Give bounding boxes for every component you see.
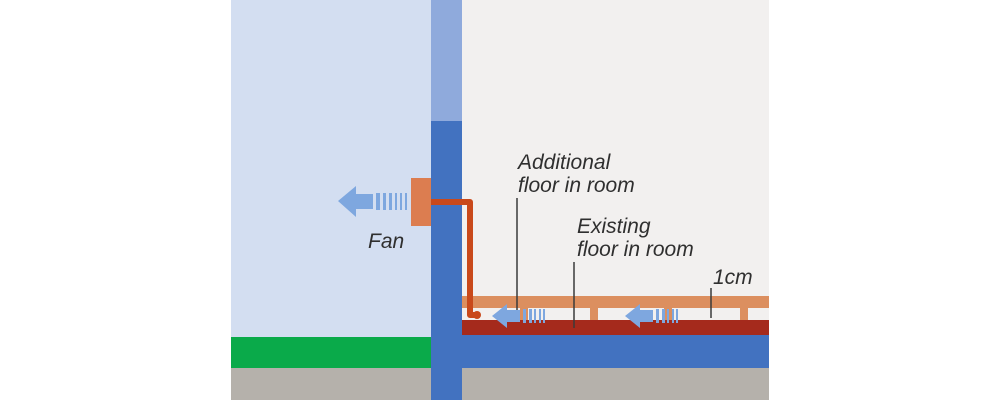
underfloor-airflow-arrow-icon	[625, 304, 678, 328]
additional-floor-label-line1: Additional	[516, 151, 612, 174]
additional-floor-label-line2: floor in room	[518, 174, 635, 197]
floor-joist	[740, 308, 748, 320]
existing-floor-label-line2: floor in room	[577, 238, 694, 261]
existing-floor	[462, 320, 769, 335]
existing-floor-label-line1: Existing	[577, 215, 651, 238]
wall-lower	[431, 121, 462, 400]
outside-area	[231, 0, 431, 337]
underfloor-airflow-arrow-icon	[492, 304, 545, 328]
fan-unit	[411, 178, 431, 226]
gap-label: 1cm	[713, 266, 753, 289]
wall-upper	[431, 0, 462, 121]
floor-slab	[462, 335, 769, 368]
additional-floor-deck	[462, 296, 769, 308]
floor-joist	[590, 308, 598, 320]
fan-airflow-arrow-icon	[338, 186, 407, 217]
ground-right	[462, 368, 769, 400]
existing-floor-label: Existing floor in room	[577, 215, 694, 261]
room-interior	[462, 0, 769, 337]
duct-inlet	[473, 311, 481, 319]
additional-floor-label: Additional floor in room	[516, 151, 635, 197]
ground-left	[231, 368, 431, 400]
fan-label: Fan	[368, 230, 404, 253]
grass-strip	[231, 337, 431, 368]
